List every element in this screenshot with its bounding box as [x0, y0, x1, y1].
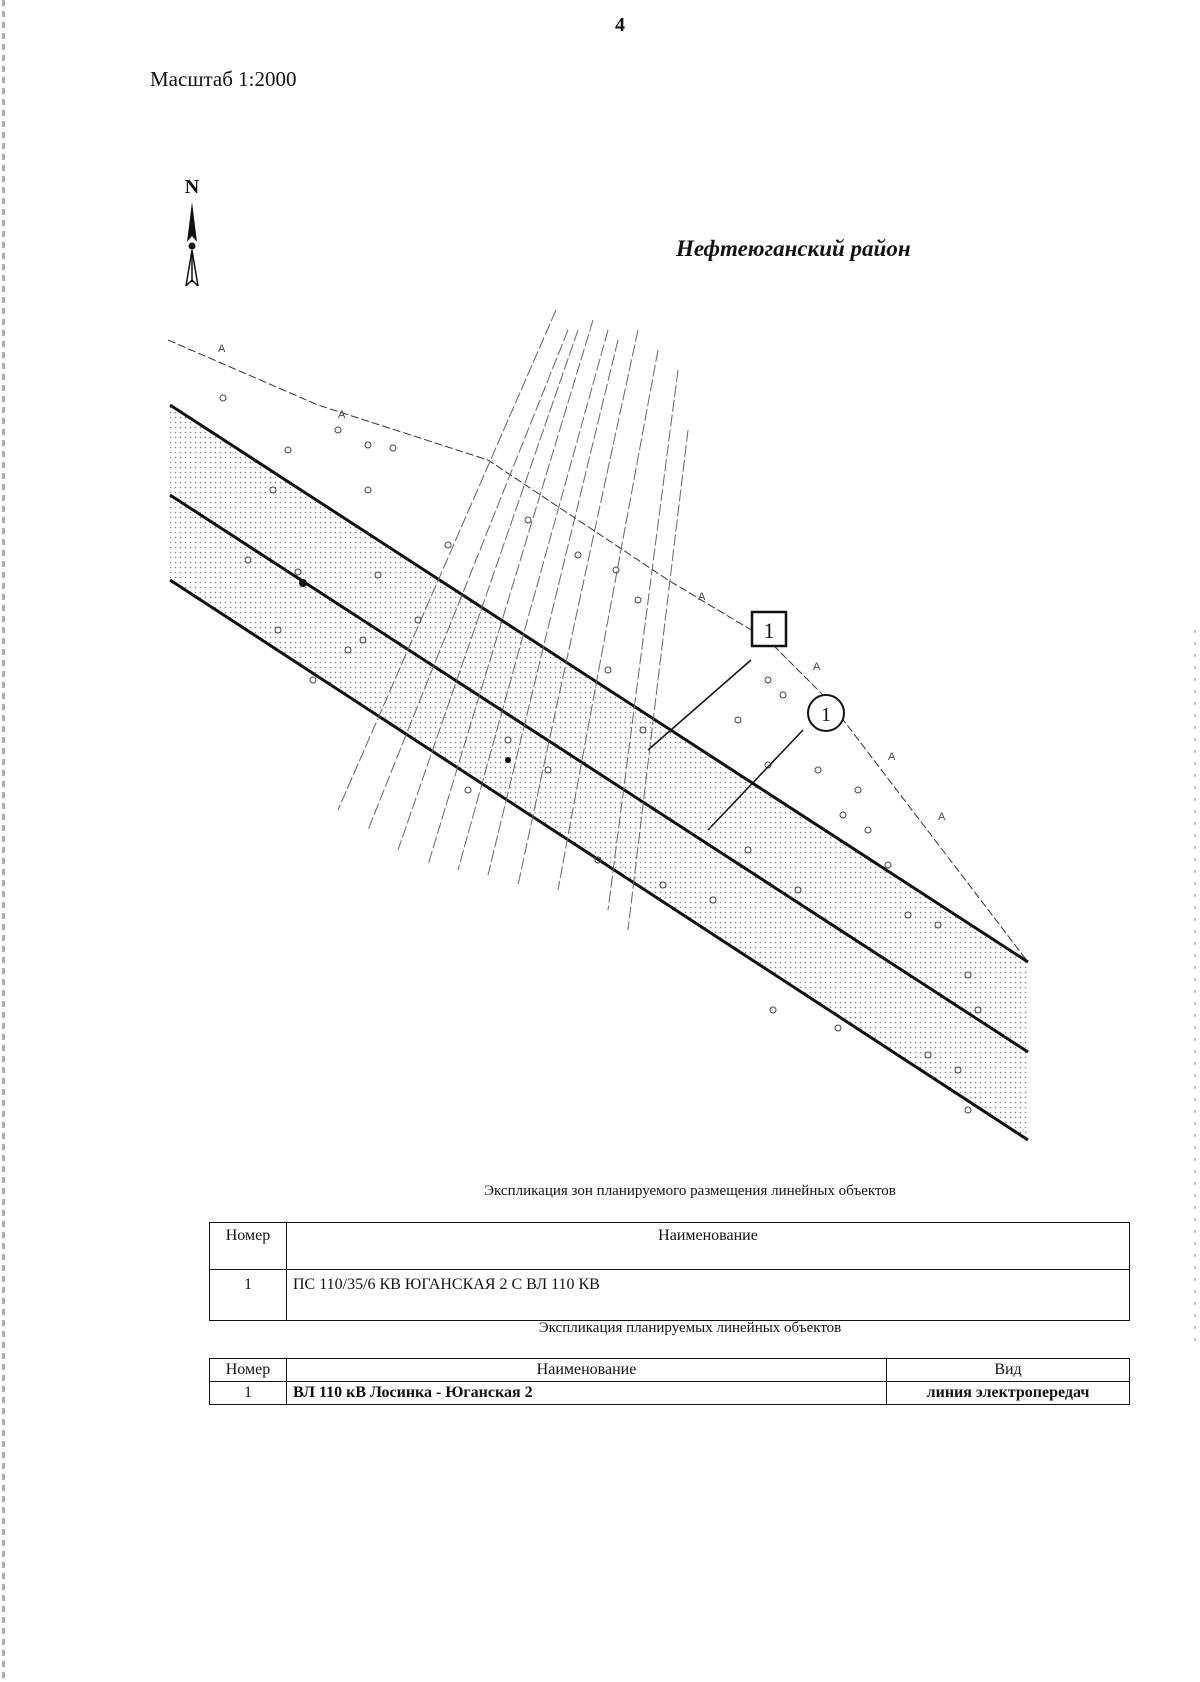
- objects-row-number: 1: [209, 1381, 287, 1405]
- zones-table-caption: Экспликация зон планируемого размещения …: [484, 1183, 896, 1199]
- scan-left-edge: [2, 0, 5, 1682]
- zones-header-number: Номер: [209, 1222, 287, 1270]
- objects-row-kind: линия электропередач: [886, 1381, 1130, 1405]
- district-label: Нефтеюганский район: [676, 236, 911, 261]
- zone-marker-label: 1: [764, 618, 775, 643]
- centerline-node: [505, 757, 511, 763]
- table-row: 1 ПС 110/35/6 КВ ЮГАНСКАЯ 2 С ВЛ 110 КВ: [209, 1269, 1130, 1321]
- boundary-markers: A A A A A A: [218, 343, 946, 823]
- zones-header-name: Наименование: [286, 1222, 1130, 1270]
- object-marker: 1: [807, 694, 845, 732]
- centerline-node: [299, 579, 307, 587]
- page-number: 4: [615, 14, 625, 36]
- svg-text:A: A: [888, 751, 896, 763]
- map-scale: Масштаб 1:2000: [150, 67, 297, 91]
- band-centerline: [169, 493, 1029, 1054]
- north-arrow-icon: [185, 202, 199, 286]
- svg-text:A: A: [218, 343, 226, 355]
- objects-header-number: Номер: [209, 1358, 287, 1382]
- objects-header-kind: Вид: [886, 1358, 1130, 1382]
- object-leader-line: [707, 729, 804, 831]
- north-letter: N: [184, 176, 200, 198]
- crossing-lines: [337, 310, 689, 931]
- svg-text:A: A: [698, 591, 706, 603]
- north-arrow: N: [181, 176, 203, 286]
- objects-header-name: Наименование: [286, 1358, 887, 1382]
- band-top-line: [169, 403, 1029, 964]
- objects-table: Номер Наименование Вид 1 ВЛ 110 кВ Лосин…: [209, 1358, 1130, 1405]
- band-bottom-line: [169, 578, 1029, 1142]
- objects-table-caption: Экспликация планируемых линейных объекто…: [538, 1320, 842, 1336]
- scan-right-edge: [1194, 630, 1196, 1350]
- survey-points: [219, 394, 982, 1114]
- zones-row-number: 1: [209, 1269, 287, 1321]
- objects-row-name: ВЛ 110 кВ Лосинка - Юганская 2: [286, 1381, 887, 1405]
- zones-row-name: ПС 110/35/6 КВ ЮГАНСКАЯ 2 С ВЛ 110 КВ: [286, 1269, 1130, 1321]
- table-row: 1 ВЛ 110 кВ Лосинка - Юганская 2 линия э…: [209, 1381, 1130, 1405]
- object-marker-label: 1: [821, 704, 831, 726]
- zones-table: Номер Наименование 1 ПС 110/35/6 КВ ЮГАН…: [209, 1222, 1130, 1321]
- svg-text:A: A: [813, 661, 821, 673]
- zone-marker: 1: [750, 610, 788, 648]
- svg-text:A: A: [938, 811, 946, 823]
- svg-text:A: A: [338, 409, 346, 421]
- map-drawing: A A A A A A: [168, 310, 1029, 1142]
- zone-leader-line: [647, 659, 752, 751]
